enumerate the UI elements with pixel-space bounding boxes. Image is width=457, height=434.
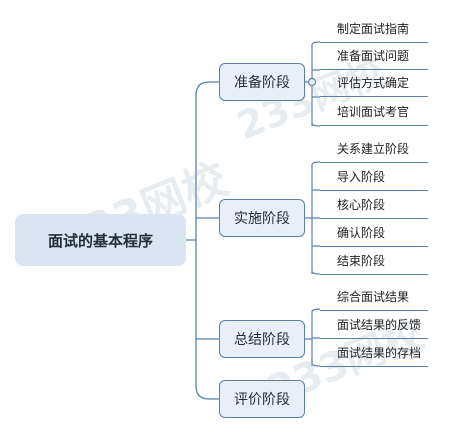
leaf-item: 评估方式确定: [320, 70, 428, 97]
leaf-item: 面试结果的反馈: [320, 312, 428, 339]
stage-node-preparation: 准备阶段: [219, 63, 305, 101]
connector-trunk: [195, 81, 219, 400]
branch-node-1: [307, 77, 317, 87]
connector-branches-2: [305, 161, 321, 275]
leaf-item: 培训面试考官: [320, 99, 428, 126]
leaf-item: 导入阶段: [320, 164, 428, 191]
root-node: 面试的基本程序: [15, 214, 186, 266]
leaf-item: 制定面试指南: [320, 16, 428, 43]
stage-node-evaluation: 评价阶段: [219, 380, 305, 418]
leaf-item: 综合面试结果: [320, 284, 428, 311]
leaf-item: 面试结果的存档: [320, 340, 428, 367]
connector-branches-3: [305, 308, 321, 367]
leaf-item: 关系建立阶段: [320, 136, 428, 163]
leaf-item: 结束阶段: [320, 248, 428, 275]
stage-node-summary: 总结阶段: [219, 320, 305, 358]
stage-node-implementation: 实施阶段: [219, 199, 305, 237]
leaf-item: 准备面试问题: [320, 43, 428, 70]
leaf-item: 核心阶段: [320, 192, 428, 219]
leaf-item: 确认阶段: [320, 220, 428, 247]
